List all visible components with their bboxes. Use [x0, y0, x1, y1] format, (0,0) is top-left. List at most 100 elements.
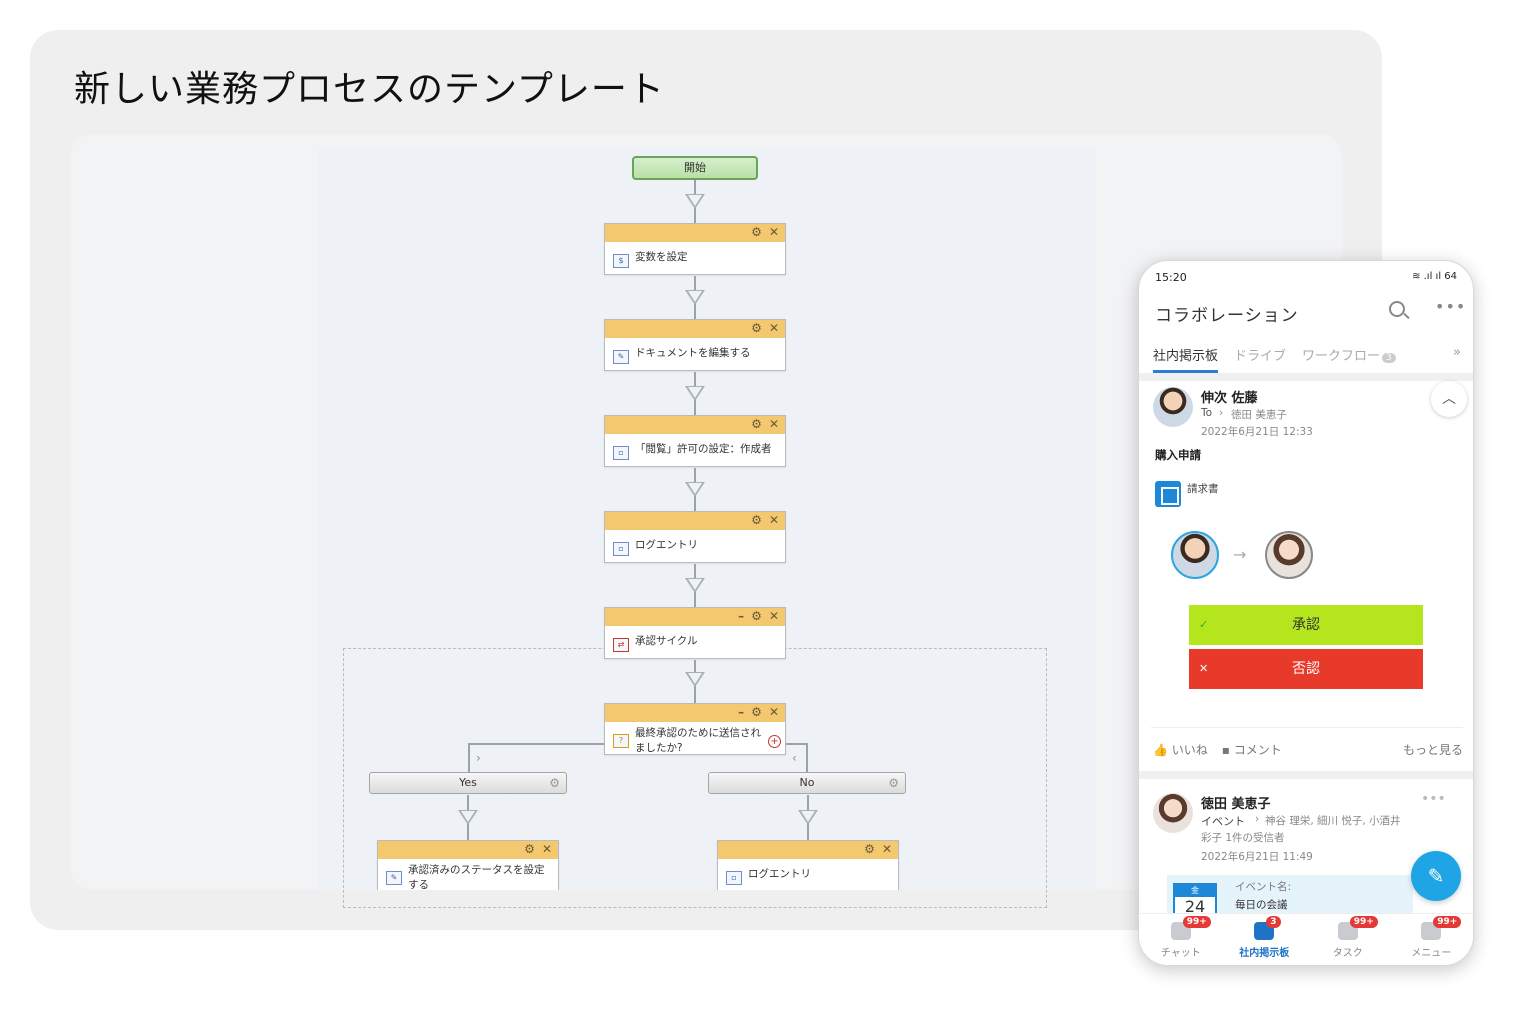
- edit-document-icon: ✎: [613, 350, 629, 364]
- nav-chat[interactable]: 99+ チャット: [1139, 914, 1223, 965]
- chevron-right-icon: ›: [1255, 813, 1260, 825]
- gear-icon[interactable]: ⚙: [888, 776, 899, 790]
- thumbs-up-icon: 👍: [1153, 743, 1172, 757]
- chevron-double-right-icon[interactable]: »: [1453, 345, 1461, 360]
- step-condition[interactable]: –⚙✕ ?最終承認のために送信されましたか? +: [604, 703, 786, 755]
- post-recipients: 神谷 理栄, 細川 悦子, 小酒井 彩子 1件の受信者: [1201, 815, 1401, 844]
- arrow-right-icon: →: [1233, 545, 1247, 564]
- gear-icon[interactable]: ⚙: [751, 513, 762, 527]
- step-header: ⚙✕: [605, 320, 785, 338]
- more-icon[interactable]: •••: [1435, 297, 1467, 316]
- gear-icon[interactable]: ⚙: [751, 705, 762, 719]
- approve-label: 承認: [1292, 617, 1320, 633]
- approval-cycle-icon: ⇄: [613, 638, 629, 652]
- post-date: 2022年6月21日 12:33: [1201, 426, 1313, 438]
- nav-label: チャット: [1160, 948, 1201, 959]
- chevron-right-icon: ›: [1219, 407, 1224, 419]
- nav-menu[interactable]: 99+ メニュー: [1390, 914, 1474, 965]
- add-branch-icon[interactable]: +: [768, 735, 781, 748]
- reject-button[interactable]: ✕ 否認: [1189, 649, 1423, 689]
- gear-icon[interactable]: ⚙: [751, 417, 762, 431]
- step-set-variable[interactable]: ⚙✕ $変数を設定: [604, 223, 786, 275]
- connector: [786, 743, 808, 745]
- minimize-icon[interactable]: –: [738, 705, 745, 719]
- gear-icon[interactable]: ⚙: [751, 609, 762, 623]
- nav-label: タスク: [1332, 948, 1363, 959]
- branch-no[interactable]: No ⚙: [708, 772, 906, 794]
- chevron-up-icon[interactable]: ︿: [1431, 381, 1467, 417]
- step-header: –⚙ ✕: [605, 608, 785, 626]
- close-icon[interactable]: ✕: [768, 609, 779, 623]
- nav-task[interactable]: 99+ タスク: [1306, 914, 1390, 965]
- chevron-right-icon: ›: [476, 751, 481, 765]
- step-log-entry[interactable]: ⚙✕ ▫ログエントリ: [604, 511, 786, 563]
- gear-icon[interactable]: ⚙: [751, 321, 762, 335]
- chevron-left-icon: ‹: [792, 751, 797, 765]
- nav-badge: 99+: [1182, 916, 1211, 928]
- start-node[interactable]: 開始: [632, 156, 758, 180]
- bottom-nav: 99+ チャット 3 社内掲示板 99+ タスク 99+ メニュー: [1139, 913, 1474, 965]
- more-link[interactable]: もっと見る: [1402, 743, 1463, 757]
- search-icon[interactable]: [1389, 301, 1405, 317]
- post-date: 2022年6月21日 11:49: [1201, 851, 1313, 863]
- post-actions: 👍 いいね ▪ コメント もっと見る: [1153, 741, 1463, 758]
- avatar: [1153, 793, 1193, 833]
- nav-badge: 99+: [1349, 916, 1378, 928]
- tab-drive[interactable]: ドライブ: [1234, 349, 1287, 364]
- avatar: [1153, 387, 1193, 427]
- branch-label: No: [799, 776, 815, 789]
- log-icon: ▫: [613, 542, 629, 556]
- step-permission[interactable]: ⚙ ✕ ▫ 「閲覧」許可の設定：作成者: [604, 415, 786, 467]
- step-label: 最終承認のために送信されましたか?: [635, 727, 761, 754]
- nav-badge: 99+: [1433, 916, 1462, 928]
- step-header: ⚙✕: [605, 512, 785, 530]
- step-edit-document[interactable]: ⚙✕ ✎ドキュメントを編集する: [604, 319, 786, 371]
- close-icon[interactable]: ✕: [768, 513, 779, 527]
- close-icon[interactable]: ✕: [768, 225, 779, 239]
- permission-icon: ▫: [613, 446, 629, 460]
- step-approval-cycle[interactable]: –⚙✕ ⇄承認サイクル: [604, 607, 786, 659]
- flow-arrow: [798, 810, 818, 825]
- post-author: 徳田 美恵子: [1201, 797, 1271, 812]
- like-button[interactable]: 👍 いいね: [1153, 743, 1208, 757]
- branch-yes[interactable]: Yes ⚙: [369, 772, 567, 794]
- post-subject: 購入申請: [1155, 448, 1201, 462]
- flow-arrow: [685, 194, 705, 209]
- nav-bulletin[interactable]: 3 社内掲示板: [1223, 914, 1307, 965]
- comment-button[interactable]: ▪ コメント: [1221, 743, 1282, 757]
- event-card[interactable]: 金 24 イベント名: 毎日の会議: [1167, 875, 1413, 919]
- gear-icon[interactable]: ⚙: [751, 225, 762, 239]
- step-label: 「閲覧」許可の設定：作成者: [635, 443, 772, 455]
- post-to-label: To: [1201, 407, 1213, 419]
- reject-label: 否認: [1292, 661, 1320, 677]
- step-header: –⚙ ✕: [605, 704, 785, 722]
- gear-icon[interactable]: ⚙: [549, 776, 560, 790]
- approve-button[interactable]: ✓ 承認: [1189, 605, 1423, 645]
- compose-button[interactable]: ✎: [1411, 851, 1461, 901]
- event-name: 毎日の会議: [1235, 899, 1288, 911]
- pen-icon: ✎: [1427, 864, 1445, 888]
- connector: [468, 743, 470, 773]
- close-icon[interactable]: ✕: [768, 417, 779, 431]
- step-label: 変数を設定: [635, 251, 688, 263]
- document-label[interactable]: 請求書: [1187, 483, 1219, 495]
- branch-label: Yes: [459, 776, 477, 789]
- minimize-icon[interactable]: –: [738, 609, 745, 623]
- document-icon: [1155, 481, 1181, 507]
- calendar-date: 24: [1184, 897, 1206, 916]
- divider: [1139, 373, 1473, 381]
- x-icon: ✕: [1199, 662, 1209, 675]
- requester-avatar: [1171, 531, 1219, 579]
- flow-arrow: [685, 290, 705, 305]
- mobile-phone: 15:20 ≋ .ıl ıl 64 コラボレーション ••• 社内掲示板 ドライ…: [1138, 260, 1474, 966]
- flow-arrow: [685, 578, 705, 593]
- calendar-day: 金: [1175, 885, 1215, 897]
- close-icon[interactable]: ✕: [768, 705, 779, 719]
- close-icon[interactable]: ✕: [768, 321, 779, 335]
- more-icon[interactable]: •••: [1421, 791, 1446, 807]
- nav-badge: 3: [1266, 916, 1281, 928]
- tab-bulletin[interactable]: 社内掲示板: [1153, 345, 1219, 373]
- flow-arrow: [458, 810, 478, 825]
